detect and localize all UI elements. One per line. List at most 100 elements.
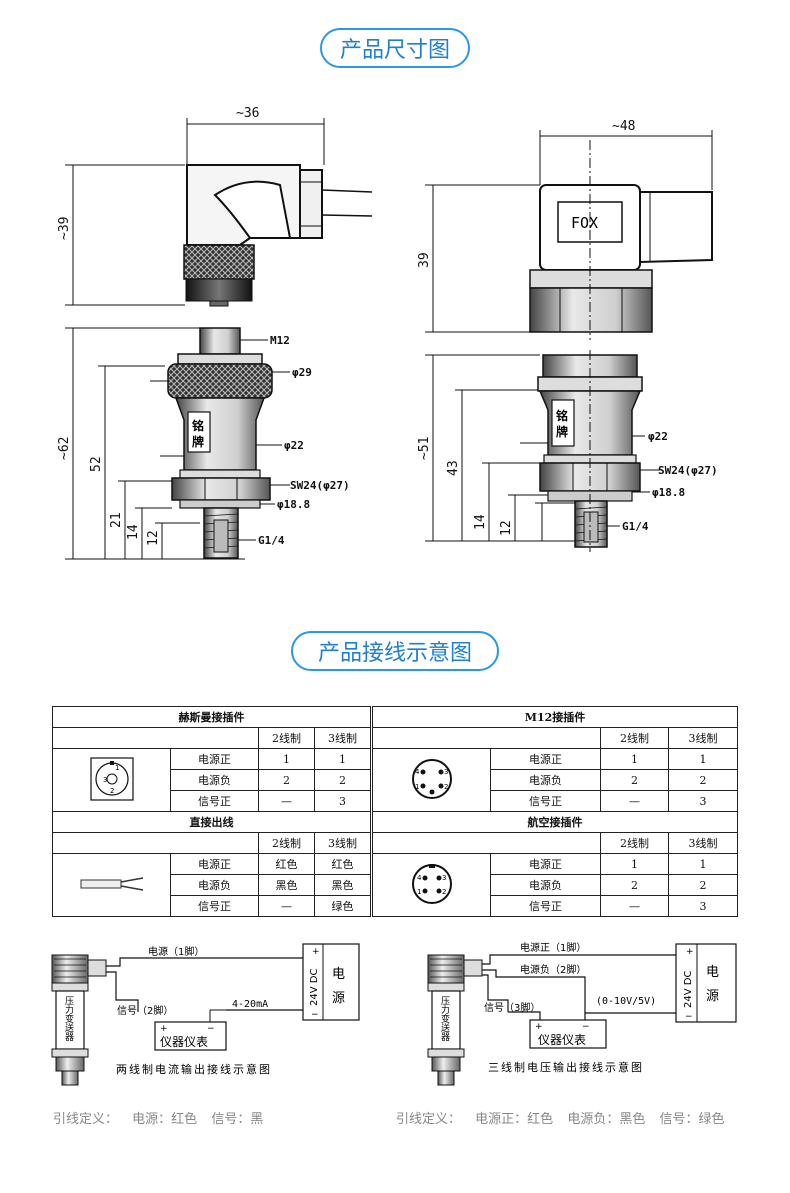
cell-value: — bbox=[600, 895, 669, 917]
two-wire-supply-label: 24V DC bbox=[309, 969, 320, 1006]
svg-text:压: 压 bbox=[441, 996, 450, 1007]
right-height-43-label: 43 bbox=[446, 460, 461, 476]
left-height-top-label: ~39 bbox=[57, 217, 72, 240]
hirschmann-pinout-cell: 3 1 2 bbox=[52, 748, 171, 812]
cell-value: 绿色 bbox=[314, 895, 371, 917]
cell-value: 红色 bbox=[314, 853, 371, 875]
col-3wire: 3线制 bbox=[667, 832, 739, 854]
three-wire-supply-label: 24V DC bbox=[683, 971, 694, 1008]
right-nameplate-char-1: 铭 bbox=[556, 408, 568, 423]
svg-text:3: 3 bbox=[442, 874, 446, 882]
left-drawing bbox=[65, 118, 373, 560]
two-wire-transmitter-text: 压 力 变 送 器 bbox=[65, 996, 74, 1043]
right-height-12-label: 12 bbox=[499, 520, 514, 536]
cell-value: 黑色 bbox=[258, 874, 315, 896]
cell-value: 1 bbox=[600, 748, 669, 770]
two-wire-source-1: 电 bbox=[332, 967, 345, 982]
wiring-schematics: 电源（1脚） 信号（2脚） 4-20mA 24V DC + − 电 源 + − … bbox=[51, 941, 737, 1086]
svg-text:1: 1 bbox=[417, 888, 421, 896]
table-row: 赫斯曼接插件 M12接插件 bbox=[52, 706, 739, 728]
row-label: 信号正 bbox=[490, 895, 601, 917]
table-row: 直接出线 航空接插件 bbox=[52, 811, 739, 833]
left-lead-legend: 引线定义： 电源：红色 信号：黑 bbox=[53, 1108, 273, 1127]
left-g14-label: G1/4 bbox=[258, 534, 285, 547]
dimension-drawings: ~36 ~39 ~62 52 21 14 12 M12 φ29 φ22 SW24… bbox=[57, 106, 718, 560]
two-wire-plus: + bbox=[312, 947, 320, 957]
cell-value: 2 bbox=[258, 769, 315, 791]
left-m12-label: M12 bbox=[270, 334, 290, 347]
cell-value: 红色 bbox=[258, 853, 315, 875]
svg-text:送: 送 bbox=[65, 1022, 74, 1034]
svg-text:4: 4 bbox=[417, 874, 422, 882]
cell-value: 1 bbox=[667, 853, 739, 875]
svg-text:1: 1 bbox=[115, 764, 119, 772]
three-wire-caption: 三线制电压输出接线示意图 bbox=[488, 1060, 644, 1074]
left-d22-label: φ22 bbox=[284, 439, 304, 452]
legend-left-1: 电源：红色 bbox=[132, 1112, 198, 1127]
cable-icon bbox=[80, 876, 143, 891]
svg-text:变: 变 bbox=[441, 1013, 450, 1025]
row-label: 电源正 bbox=[170, 748, 259, 770]
right-nameplate-char-2: 牌 bbox=[556, 424, 568, 439]
left-d29-label: φ29 bbox=[292, 366, 312, 379]
two-wire-schematic bbox=[51, 943, 360, 1086]
three-wire-power-pos-label: 电源正（1脚） bbox=[520, 941, 586, 954]
row-label: 电源负 bbox=[490, 874, 601, 896]
table-row: 2线制 3线制 2线制 3线制 bbox=[52, 727, 739, 749]
svg-text:力: 力 bbox=[65, 1004, 74, 1016]
left-nameplate-char-2: 牌 bbox=[192, 434, 204, 449]
cell-value: 黑色 bbox=[314, 874, 371, 896]
cell-value: 3 bbox=[667, 895, 739, 917]
right-g14-label: G1/4 bbox=[622, 520, 649, 533]
svg-text:3: 3 bbox=[103, 776, 107, 784]
wiring-section-title: 产品接线示意图 bbox=[291, 631, 499, 671]
table-row: 2线制 3线制 2线制 3线制 bbox=[52, 832, 739, 854]
three-wire-meter-minus: − bbox=[582, 1022, 590, 1032]
left-nameplate-char-1: 铭 bbox=[192, 418, 204, 433]
col-2wire: 2线制 bbox=[258, 832, 315, 854]
legend-right-0: 引线定义： bbox=[396, 1112, 462, 1127]
svg-text:3: 3 bbox=[444, 768, 448, 776]
two-wire-minus: − bbox=[311, 1010, 319, 1020]
cell-value: — bbox=[258, 895, 315, 917]
col-3wire: 3线制 bbox=[314, 832, 371, 854]
aviation-title: 航空接插件 bbox=[371, 811, 739, 833]
cell-value: 2 bbox=[667, 769, 739, 791]
cell-value: 3 bbox=[314, 790, 371, 812]
row-label: 电源负 bbox=[490, 769, 601, 791]
row-label: 电源负 bbox=[170, 769, 259, 791]
cell-value: — bbox=[258, 790, 315, 812]
svg-text:2: 2 bbox=[110, 787, 114, 795]
cell-value: 2 bbox=[314, 769, 371, 791]
right-fox-label: FOX bbox=[571, 214, 598, 232]
left-d188-label: φ18.8 bbox=[277, 498, 310, 511]
svg-text:压: 压 bbox=[65, 996, 74, 1007]
right-drawing bbox=[425, 130, 713, 552]
two-wire-meter-minus: − bbox=[207, 1024, 215, 1034]
svg-text:变: 变 bbox=[65, 1013, 74, 1025]
svg-text:送: 送 bbox=[441, 1022, 450, 1034]
col-2wire: 2线制 bbox=[600, 727, 669, 749]
three-wire-source-1: 电 bbox=[706, 965, 719, 980]
row-label: 电源正 bbox=[490, 853, 601, 875]
cell-value: 2 bbox=[667, 874, 739, 896]
wiring-table: 赫斯曼接插件 M12接插件 2线制 3线制 2线制 3线制 3 1 2 电源正 … bbox=[52, 706, 739, 917]
left-height-21-label: 21 bbox=[109, 512, 124, 528]
left-height-14-label: 14 bbox=[126, 524, 141, 540]
two-wire-current-label: 4-20mA bbox=[232, 999, 268, 1010]
cell-value: 1 bbox=[314, 748, 371, 770]
three-wire-source-2: 源 bbox=[706, 989, 719, 1004]
legend-left-2: 信号：黑 bbox=[211, 1112, 264, 1127]
three-wire-transmitter-text: 压 力 变 送 器 bbox=[441, 996, 450, 1043]
col-2wire: 2线制 bbox=[600, 832, 669, 854]
row-label: 电源负 bbox=[170, 874, 259, 896]
right-height-total-label: ~51 bbox=[417, 437, 432, 460]
three-wire-meter-plus: + bbox=[535, 1022, 543, 1032]
right-height-top-label: 39 bbox=[417, 252, 432, 268]
cell-value: 2 bbox=[600, 769, 669, 791]
three-wire-schematic bbox=[427, 943, 737, 1086]
left-height-12-label: 12 bbox=[146, 530, 161, 546]
